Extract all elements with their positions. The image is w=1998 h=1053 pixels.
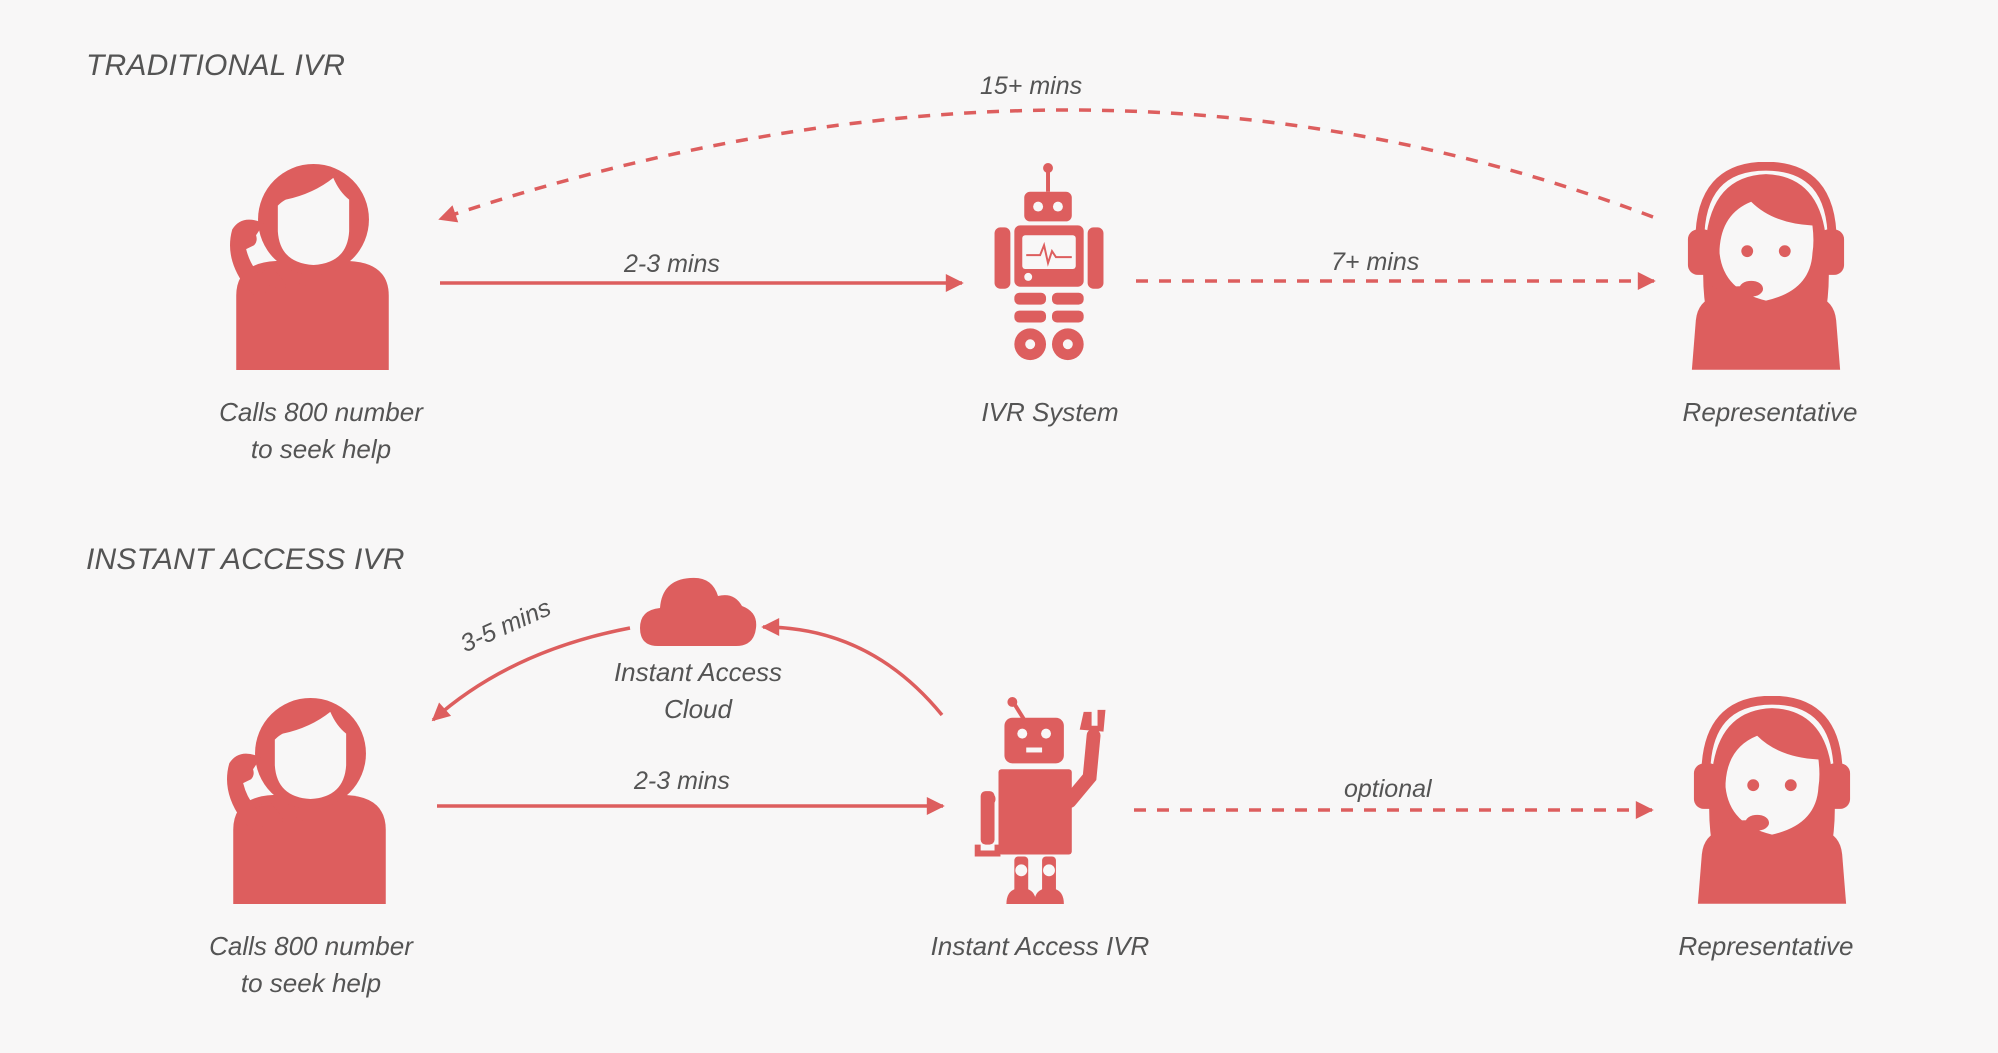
section-title-traditional: TRADITIONAL IVR <box>86 49 346 82</box>
representative-headset-icon <box>1694 700 1850 904</box>
node-label-instant-ivr: Instant Access IVR <box>930 931 1150 961</box>
traditional-ivr-section <box>230 108 1844 370</box>
node-label-caller: Calls 800 number to seek help <box>161 394 481 468</box>
waving-robot-icon <box>975 697 1106 904</box>
node-label-representative: Representative <box>1678 931 1854 961</box>
edge-label-caller-to-ivr: 2-3 mins <box>624 250 720 278</box>
caller-label-line1: Calls 800 number <box>209 931 413 961</box>
caller-headset-icon <box>230 164 389 370</box>
caller-headset-icon <box>227 698 386 904</box>
caller-label-line1: Calls 800 number <box>219 397 423 427</box>
edge-instant-ivr-to-cloud <box>761 618 944 717</box>
section-title-instant: INSTANT ACCESS IVR <box>86 543 405 576</box>
node-label-cloud: Instant Access Cloud <box>538 654 858 728</box>
edge-label-caller-to-instant-ivr: 2-3 mins <box>634 767 730 795</box>
edge-label-representative-to-caller: 15+ mins <box>980 72 1083 100</box>
cloud-icon <box>640 577 757 646</box>
edge-label-instant-ivr-to-representative: optional <box>1344 775 1432 803</box>
instant-access-section <box>227 577 1850 904</box>
edge-representative-to-caller <box>438 108 1654 223</box>
edge-cloud-to-caller <box>431 626 631 722</box>
caller-label-line2: to seek help <box>250 434 392 464</box>
node-label-caller: Calls 800 number to seek help <box>151 928 471 1002</box>
robot-icon <box>993 162 1105 362</box>
cloud-label-line1: Instant Access <box>613 657 783 687</box>
cloud-label-line2: Cloud <box>664 694 732 724</box>
node-label-ivr-system: IVR System <box>981 397 1119 427</box>
representative-headset-icon <box>1688 166 1844 370</box>
node-label-representative: Representative <box>1682 397 1858 427</box>
caller-label-line2: to seek help <box>240 968 382 998</box>
edge-label-ivr-to-representative: 7+ mins <box>1331 248 1420 276</box>
